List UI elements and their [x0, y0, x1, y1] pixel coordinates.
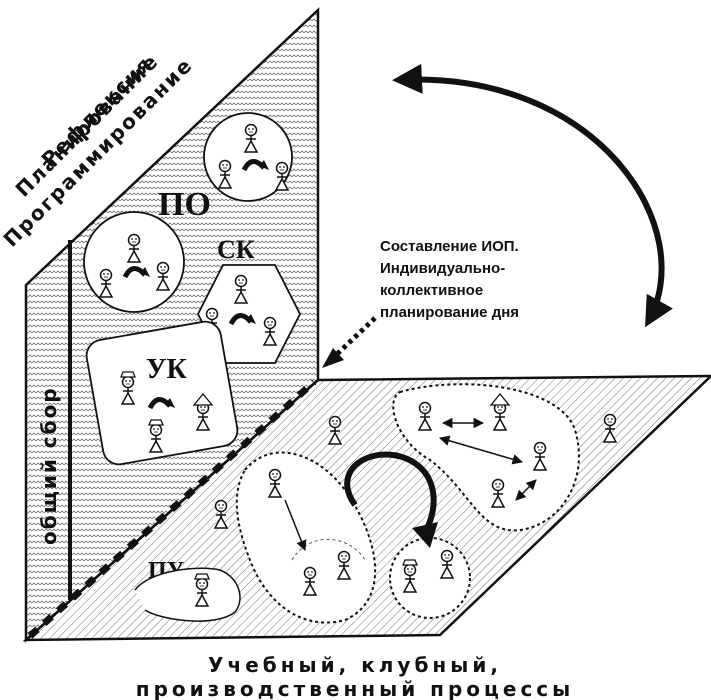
person-icon	[337, 550, 351, 580]
transition-arrow	[284, 499, 307, 551]
group-rounded-rect	[85, 320, 239, 466]
label-po: ПО	[158, 186, 211, 223]
exchange-arrow	[515, 479, 537, 501]
person-icon	[440, 549, 454, 579]
person-icon	[418, 401, 432, 431]
exchange-arrow	[438, 435, 524, 465]
circulation-arrow	[344, 451, 437, 534]
bottom-caption-line-2: производственный процессы	[136, 677, 575, 700]
person-icon	[214, 499, 228, 529]
annotation-line-2: Индивидуально-	[380, 260, 505, 277]
person-icon	[218, 159, 232, 189]
label-uk: УК	[146, 354, 188, 385]
hinge-dashed-line	[27, 379, 317, 639]
person-icon	[533, 441, 547, 471]
annotation-pointer-arrow	[333, 316, 377, 358]
wall-label: общий сбор	[37, 386, 61, 545]
person-icon	[99, 268, 113, 298]
person-icon	[491, 478, 505, 508]
person-icon	[603, 413, 617, 443]
person-icon	[275, 161, 289, 191]
group-circle-small	[389, 537, 471, 619]
annotation-line-1: Составление ИОП.	[380, 238, 519, 255]
bottom-caption-line-1: Учебный, клубный,	[208, 653, 502, 677]
person-icon	[244, 123, 258, 153]
person-icon	[268, 468, 282, 498]
person-icon	[156, 261, 170, 291]
cycle-double-arrow	[392, 63, 673, 328]
annotation-line-3: коллективное	[380, 282, 483, 299]
person-icon	[234, 274, 248, 304]
pointer-arrowhead-icon	[322, 348, 344, 368]
label-sk: СК	[217, 235, 255, 264]
person-icon	[303, 566, 317, 596]
person-icon	[263, 316, 277, 346]
annotation-line-4: планирование дня	[380, 304, 519, 321]
group-outline-pu	[134, 567, 241, 622]
person-icon	[328, 415, 342, 445]
group-hexagon	[196, 264, 302, 364]
circulation-arrowhead-icon	[412, 522, 438, 548]
group-circle-top	[203, 112, 293, 202]
person-icon	[127, 233, 141, 263]
group-circle-left	[83, 211, 185, 313]
